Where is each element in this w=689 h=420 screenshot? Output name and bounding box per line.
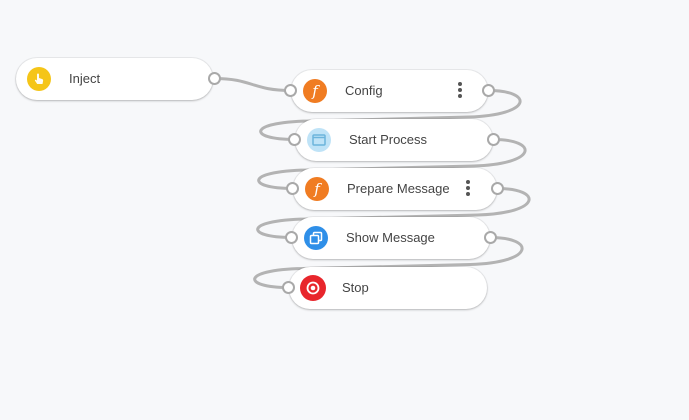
wire-show-message-to-stop[interactable] — [253, 236, 524, 289]
node-config[interactable]: f Config — [284, 70, 495, 112]
node-label: Stop — [342, 280, 369, 295]
input-port[interactable] — [284, 84, 297, 97]
function-icon: f — [303, 79, 327, 103]
node-prepare-message[interactable]: f Prepare Message — [286, 168, 504, 210]
input-port[interactable] — [288, 133, 301, 146]
node-inject[interactable]: Inject — [16, 58, 221, 100]
output-port[interactable] — [484, 231, 497, 244]
node-label: Prepare Message — [347, 181, 450, 196]
more-vert-icon[interactable] — [457, 82, 463, 100]
input-port[interactable] — [285, 231, 298, 244]
window-icon — [307, 128, 331, 152]
copy-window-icon — [304, 226, 328, 250]
node-stop[interactable]: Stop — [282, 267, 487, 309]
stop-icon — [300, 275, 326, 301]
function-icon: f — [305, 177, 329, 201]
output-port[interactable] — [487, 133, 500, 146]
input-port[interactable] — [282, 281, 295, 294]
node-label: Start Process — [349, 132, 428, 147]
node-label: Show Message — [346, 230, 435, 245]
touch-icon — [27, 67, 51, 91]
node-show-message[interactable]: Show Message — [285, 217, 497, 259]
more-vert-icon[interactable] — [465, 180, 471, 198]
node-label: Inject — [69, 71, 101, 86]
node-label: Config — [345, 83, 383, 98]
node-start-process[interactable]: Start Process — [288, 119, 500, 161]
output-port[interactable] — [491, 182, 504, 195]
output-port[interactable] — [482, 84, 495, 97]
input-port[interactable] — [286, 182, 299, 195]
wire-inject-to-config[interactable] — [214, 77, 291, 92]
output-port[interactable] — [208, 72, 221, 85]
